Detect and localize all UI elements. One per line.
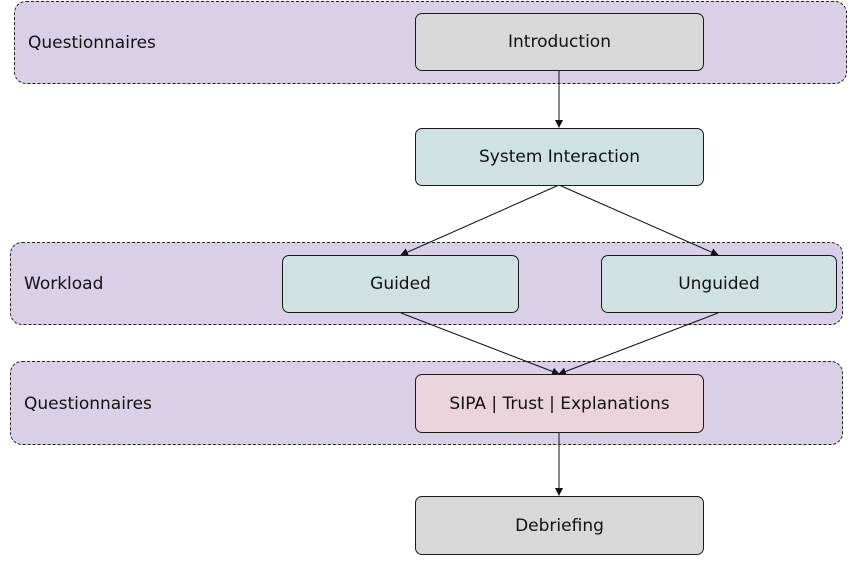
guided-node: Guided xyxy=(282,255,519,313)
sipa-trust-explanations-node: SIPA | Trust | Explanations xyxy=(415,374,704,433)
system-interaction-node: System Interaction xyxy=(415,128,704,186)
arrow-system-interaction-to-unguided xyxy=(558,184,719,256)
guided-label: Guided xyxy=(370,274,431,294)
questionnaires-group-top-label: Questionnaires xyxy=(28,33,156,53)
arrow-system-interaction-to-guided xyxy=(400,184,560,256)
introduction-label: Introduction xyxy=(508,32,611,52)
arrow-guided-to-sipa xyxy=(400,312,560,376)
unguided-label: Unguided xyxy=(678,274,760,294)
debriefing-node: Debriefing xyxy=(415,496,704,555)
introduction-node: Introduction xyxy=(415,13,704,71)
system-interaction-label: System Interaction xyxy=(478,147,641,167)
sipa-trust-explanations-label: SIPA | Trust | Explanations xyxy=(449,393,670,414)
debriefing-label: Debriefing xyxy=(515,515,604,536)
unguided-node: Unguided xyxy=(601,255,837,313)
questionnaires-group-bottom-label: Questionnaires xyxy=(24,394,152,414)
workload-group-label: Workload xyxy=(24,274,104,294)
arrow-unguided-to-sipa xyxy=(558,312,719,376)
